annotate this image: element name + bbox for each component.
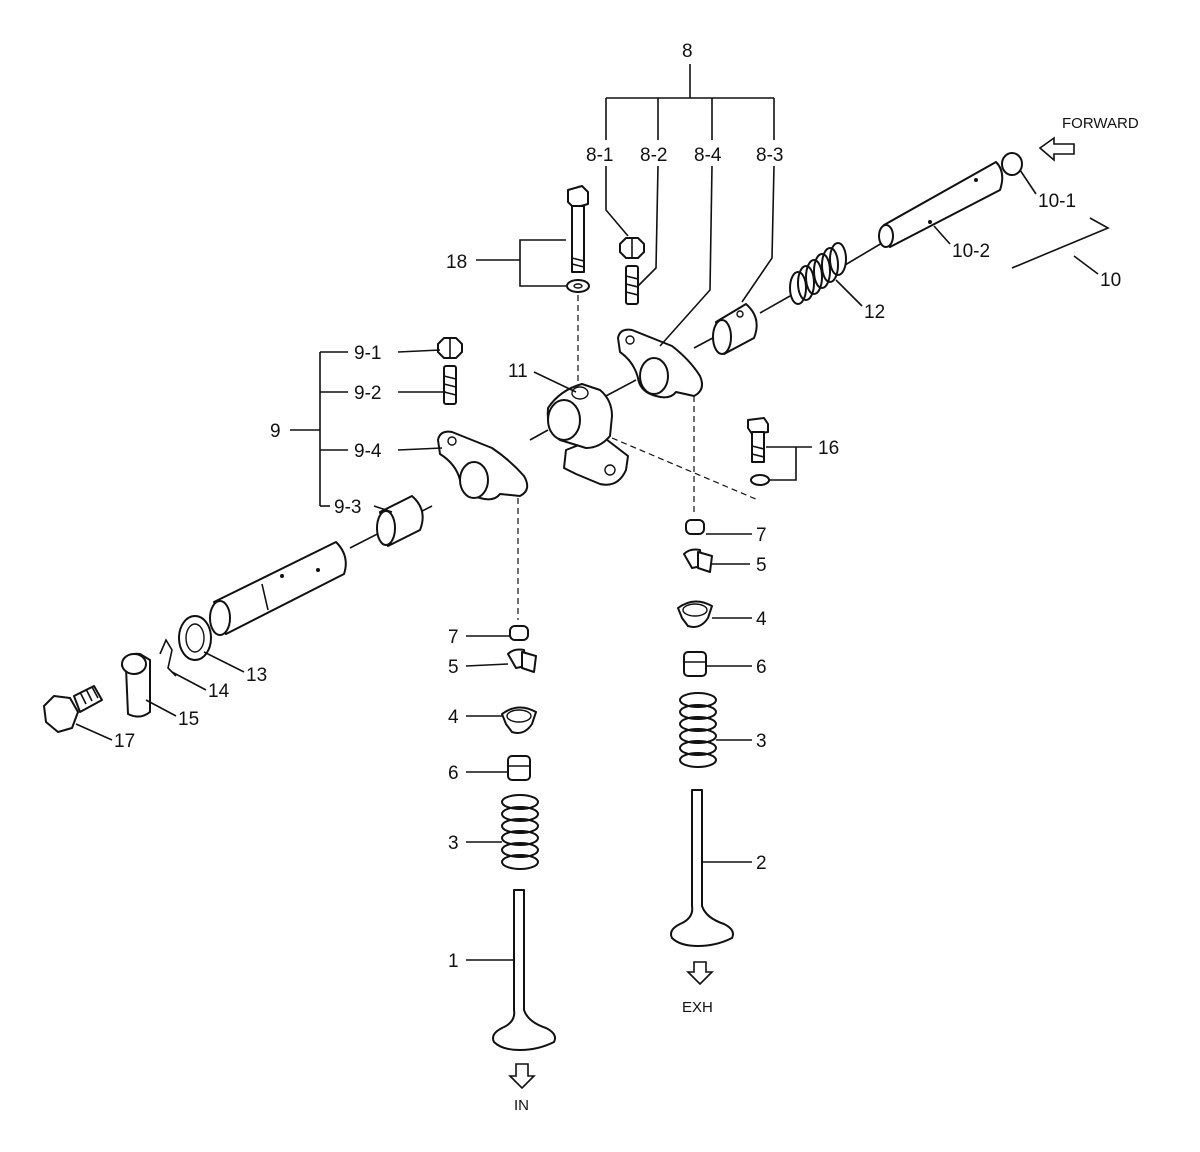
callout-17: 17 [114, 731, 135, 752]
rocker-bracket [546, 383, 629, 486]
bracket-stud-bolt [747, 417, 769, 463]
oil-pipe-joint [121, 652, 151, 718]
banjo-bolt [43, 685, 103, 733]
callout-3-exhaust: 3 [756, 731, 767, 752]
callout-8-4: 8-4 [694, 145, 722, 166]
spring-retainer-exhaust [677, 600, 713, 628]
callout-1: 1 [448, 951, 459, 972]
rocker-arm-intake [437, 430, 529, 501]
shaft-plug [1001, 152, 1023, 176]
callout-labels: 8 8-1 8-2 8-4 8-3 FORWARD 10-1 10-2 10 1… [114, 41, 1139, 1114]
shaft-spring [789, 242, 847, 305]
callout-10-2: 10-2 [952, 241, 990, 262]
rocker-bushing-intake [376, 495, 424, 547]
callout-8: 8 [682, 41, 693, 62]
exhaust-valve [670, 789, 734, 947]
callout-6-exhaust: 6 [756, 657, 767, 678]
callout-8-2: 8-2 [640, 145, 667, 166]
callout-9-3: 9-3 [334, 497, 361, 518]
rocker-shaft-front [878, 161, 1004, 248]
callout-4-intake: 4 [448, 707, 459, 728]
callout-16: 16 [818, 438, 839, 459]
stud-axis [611, 437, 759, 501]
callout-11: 11 [508, 361, 528, 382]
callout-7-exhaust: 7 [756, 525, 767, 546]
adjust-nut-intake [437, 337, 463, 359]
callout-8-1: 8-1 [586, 145, 613, 166]
exhaust-arrow [686, 961, 714, 986]
callout-10: 10 [1100, 270, 1121, 291]
callout-7-intake: 7 [448, 627, 459, 648]
callout-5-intake: 5 [448, 657, 459, 678]
callout-3-intake: 3 [448, 833, 459, 854]
intake-valve [492, 889, 556, 1051]
callout-18: 18 [446, 252, 467, 273]
valve-stem-seal-exhaust [683, 651, 707, 677]
forward-label: FORWARD [1062, 115, 1139, 132]
rocker-arm-exhaust [617, 328, 703, 399]
callout-9-4: 9-4 [354, 441, 382, 462]
leader-lines [75, 64, 1110, 961]
callout-8-3: 8-3 [756, 145, 783, 166]
bracket-washer [566, 279, 590, 293]
callout-5-exhaust: 5 [756, 555, 767, 576]
callout-9-1: 9-1 [354, 343, 381, 364]
callout-2: 2 [756, 853, 767, 874]
exhaust-label: EXH [682, 999, 713, 1016]
callout-14: 14 [208, 681, 230, 702]
valve-stem-seal-intake [507, 755, 531, 781]
forward-arrow [1038, 136, 1075, 162]
callout-9: 9 [270, 421, 281, 442]
stud-washer [750, 474, 770, 486]
callout-15: 15 [178, 709, 199, 730]
intake-label: IN [514, 1097, 529, 1114]
callout-6-intake: 6 [448, 763, 459, 784]
adjust-screw-exhaust [625, 265, 639, 305]
valve-cotter-intake [507, 648, 537, 673]
callout-10-1: 10-1 [1038, 191, 1076, 212]
callout-13: 13 [246, 665, 267, 686]
callout-9-2: 9-2 [354, 383, 381, 404]
adjust-screw-intake [443, 365, 457, 405]
valve-cap-exhaust [685, 519, 705, 535]
valve-cap-intake [509, 625, 529, 641]
rocker-bushing-exhaust [712, 303, 758, 355]
valve-spring-intake [501, 794, 539, 870]
spring-retainer-intake [501, 706, 537, 734]
callout-12: 12 [864, 302, 885, 323]
bracket-bolt [567, 185, 589, 273]
adjust-nut-exhaust [619, 237, 645, 259]
seal-ring [178, 615, 212, 661]
shaft-centerline [349, 242, 883, 549]
callout-4-exhaust: 4 [756, 609, 767, 630]
intake-arrow [508, 1063, 536, 1090]
retaining-clip [159, 638, 177, 677]
rocker-shaft-rear [209, 541, 347, 636]
valve-cotter-exhaust [683, 548, 713, 573]
valve-spring-exhaust [679, 692, 717, 768]
